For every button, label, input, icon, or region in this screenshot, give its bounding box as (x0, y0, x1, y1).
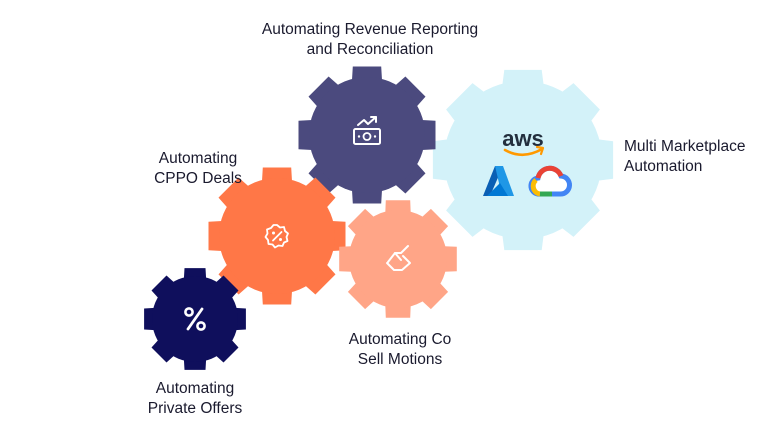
gear-body-multi-marketplace (444, 81, 602, 239)
percent-badge-icon (264, 224, 289, 249)
label-line: Automating (158, 150, 238, 167)
percent-icon (184, 307, 206, 331)
cppo-deals-label: Automating CPPO Deals (138, 149, 258, 189)
private-offers-label: Automating Private Offers (120, 379, 270, 419)
multi-marketplace-label: Multi Marketplace Automation (624, 137, 774, 177)
label-line: Automating (155, 380, 235, 397)
label-line: Automating Co (348, 331, 452, 348)
gear-body-co-sell (349, 210, 447, 308)
label-line: and Reconciliation (306, 41, 434, 58)
gear-body-revenue-reporting (309, 77, 425, 193)
revenue-reporting-label: Automating Revenue Reporting and Reconci… (220, 20, 520, 60)
label-line: Sell Motions (357, 351, 443, 368)
co-sell-label: Automating Co Sell Motions (330, 330, 470, 370)
azure-logo (483, 166, 514, 196)
label-line: Automating Revenue Reporting (261, 21, 479, 38)
handshake-icon (386, 245, 411, 271)
label-line: CPPO Deals (154, 170, 242, 187)
money-growth-icon (353, 116, 381, 145)
label-line: Automation (624, 158, 703, 175)
label-line: Multi Marketplace (624, 138, 746, 155)
label-line: Private Offers (147, 400, 243, 417)
google-cloud-logo (528, 165, 572, 197)
aws-logo: aws (502, 126, 545, 157)
